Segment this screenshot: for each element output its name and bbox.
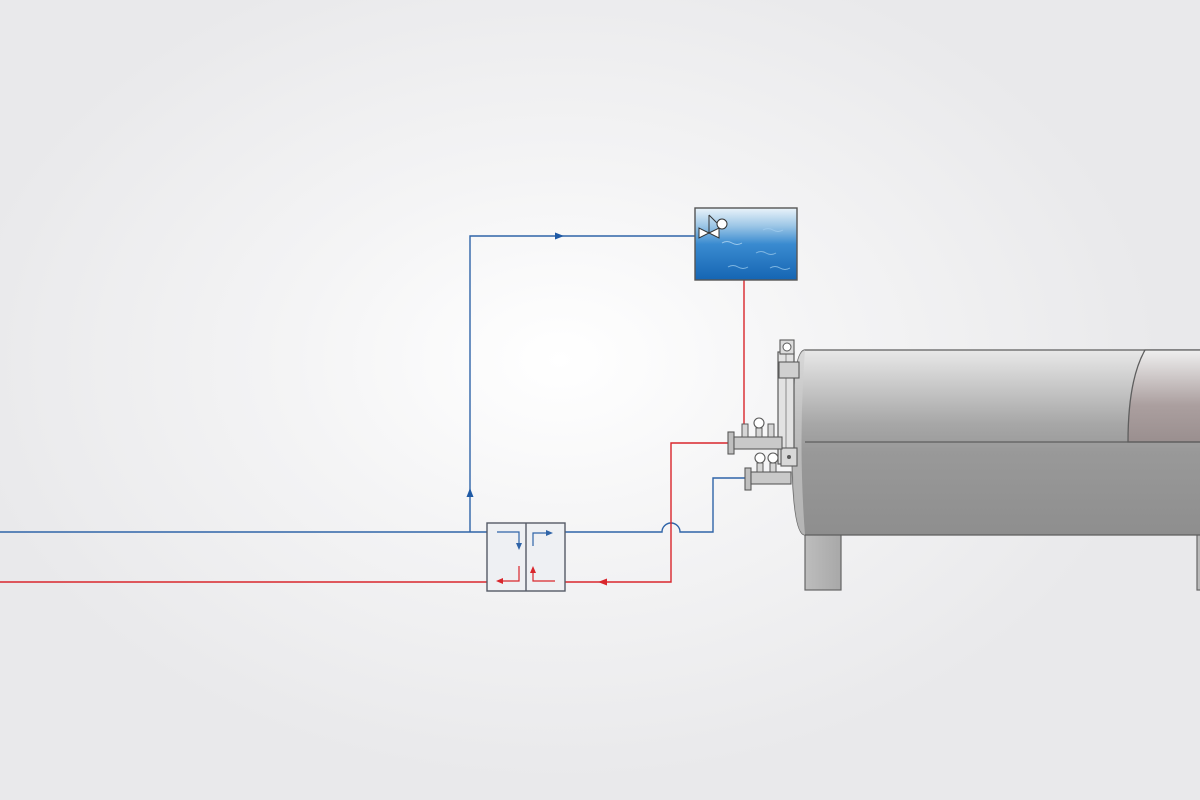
flow-arrow-right-icon — [555, 232, 564, 240]
flow-arrow-left-icon — [598, 578, 607, 586]
boiler — [791, 349, 1200, 591]
hydraulic-separator — [486, 522, 566, 592]
make-up-line — [469, 235, 696, 532]
float-valve-icon — [698, 214, 728, 239]
pressure-gauge-icon — [753, 417, 765, 429]
expansion-tank — [694, 207, 798, 281]
boiler-supply-line — [565, 477, 746, 533]
temperature-gauge-icon — [754, 452, 766, 464]
boiler-return-line — [565, 442, 729, 583]
boiler-leg-right — [1196, 489, 1200, 591]
boiler-fittings — [727, 339, 800, 491]
flow-arrow-up-icon — [466, 488, 474, 497]
